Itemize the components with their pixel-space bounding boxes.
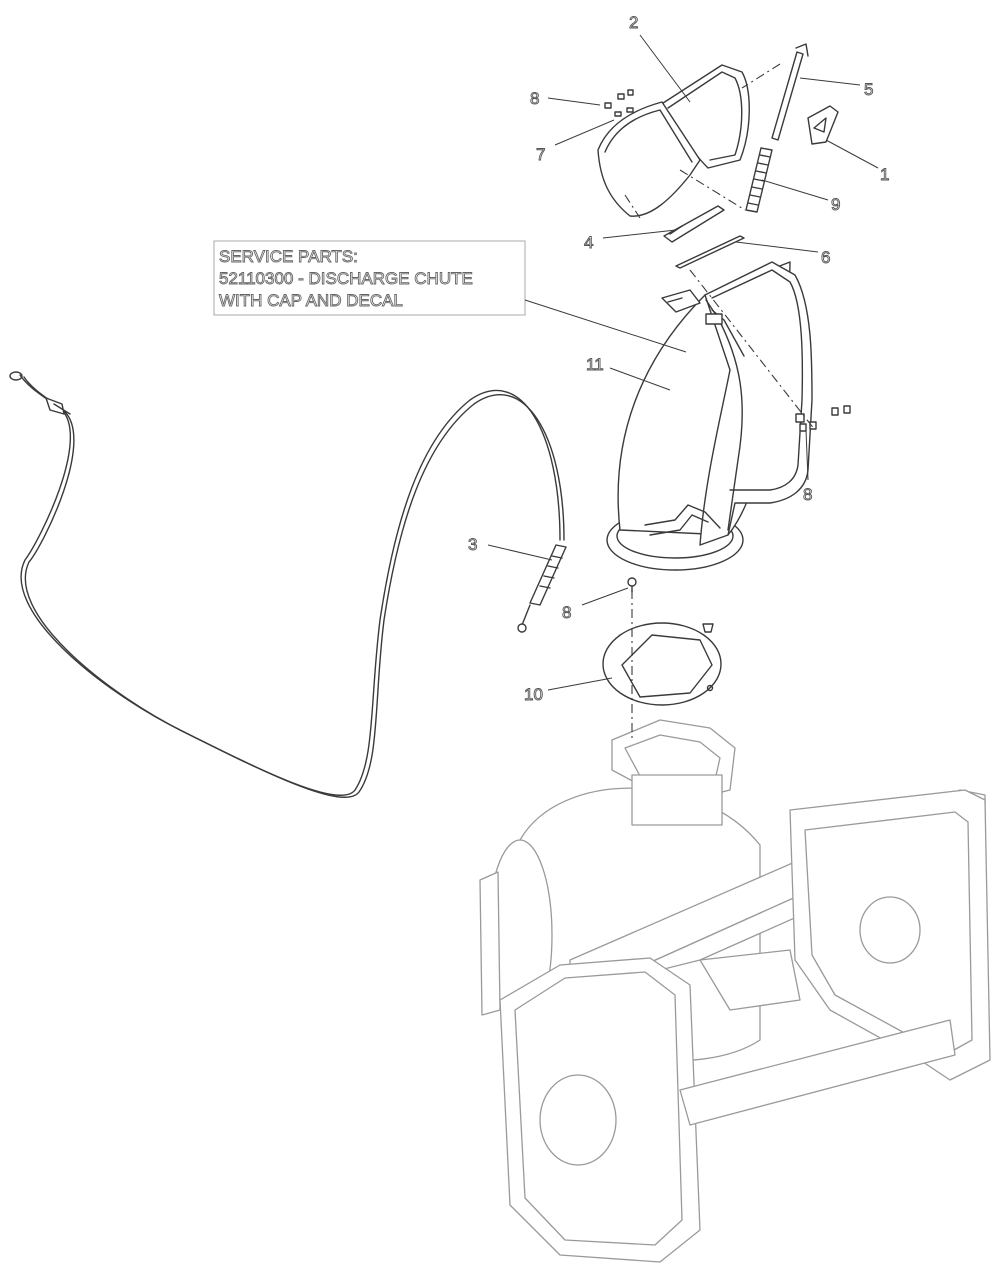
callout-8-right: 8 [803, 485, 812, 504]
deflector-part-7 [597, 101, 701, 217]
control-cable-part-3 [9, 371, 567, 798]
callouts: 1 2 3 4 5 6 7 8 8 8 9 10 11 [468, 13, 890, 705]
callout-1: 1 [880, 165, 889, 184]
plate-part-6 [675, 235, 745, 269]
fasteners-part-8-right [799, 405, 851, 432]
callout-8-lower: 8 [562, 603, 571, 622]
chute-ring-part-10 [602, 622, 722, 706]
leader-lines [487, 34, 879, 691]
callout-3: 3 [468, 535, 477, 554]
auger-housing [479, 719, 991, 1263]
callout-4: 4 [584, 233, 593, 252]
latch-part-4 [663, 205, 725, 243]
callout-2: 2 [629, 13, 638, 32]
service-parts-note-box [213, 240, 526, 316]
service-parts-note-line-3: WITH CAP AND DECAL [219, 291, 403, 310]
callout-9: 9 [831, 195, 840, 214]
service-parts-note-line-2: 52110300 - DISCHARGE CHUTE [219, 269, 473, 288]
fasteners-part-8-upper [604, 89, 634, 117]
callout-7: 7 [536, 145, 545, 164]
callout-8-upper: 8 [530, 89, 539, 108]
callout-10: 10 [524, 685, 543, 704]
rod-part-5 [771, 43, 809, 141]
fastener-part-8-lower [627, 577, 637, 593]
bracket-part-1 [807, 105, 839, 145]
discharge-chute-part-11 [606, 261, 813, 571]
service-parts-note-line-1: SERVICE PARTS: [219, 247, 358, 266]
assembly-axis-lines [624, 63, 816, 740]
callout-6: 6 [821, 248, 830, 267]
service-parts-note: SERVICE PARTS: 52110300 - DISCHARGE CHUT… [213, 240, 526, 316]
callout-5: 5 [864, 80, 873, 99]
spring-part-9 [745, 147, 773, 213]
callout-11: 11 [586, 355, 604, 374]
